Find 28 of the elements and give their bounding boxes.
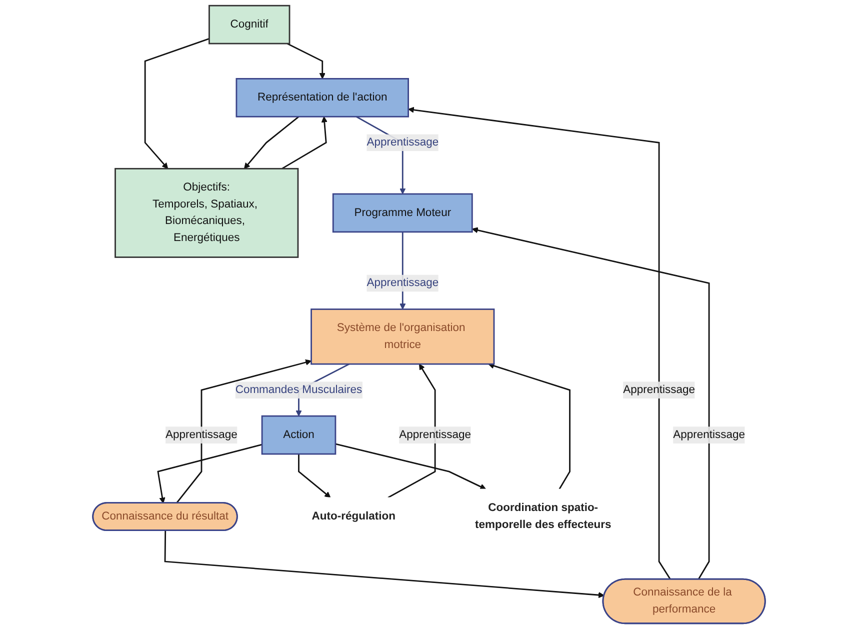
edge-label: Apprentissage: [366, 276, 439, 289]
node-text: Auto-régulation: [312, 510, 396, 522]
arrow: [488, 362, 570, 490]
node-box: Objectifs: Temporels, Spatiaux, Biomécaniques, Energétiques: [114, 168, 299, 258]
edge-label: Apprentissage: [399, 428, 472, 441]
arrow: [144, 38, 210, 169]
edge-label: Apprentissage: [166, 428, 238, 441]
edge-label: Apprentissage: [673, 428, 745, 441]
arrow: [408, 106, 672, 580]
arrow: [244, 116, 300, 169]
edge-label: Apprentissage: [623, 384, 695, 396]
arrow: [286, 42, 326, 79]
node-box: Programme Moteur: [332, 193, 473, 233]
edge-label: Commandes Musculaires: [235, 384, 362, 396]
node-text: Coordination spatio-temporelle des effecteurs: [474, 502, 612, 531]
node-box: Cognitif: [208, 4, 290, 44]
node-box: Système de l'organisation motrice: [310, 308, 495, 365]
edge-label: Apprentissage: [366, 136, 439, 148]
arrow: [335, 443, 486, 490]
arrow: [157, 444, 262, 504]
node-box: Action: [261, 415, 336, 455]
arrow: [472, 227, 710, 580]
arrow: [388, 364, 436, 498]
arrow: [282, 116, 328, 170]
arrow: [298, 454, 331, 498]
node-box: Représentation de l'action: [236, 78, 409, 118]
arrow: [164, 530, 604, 598]
arrow: [176, 359, 312, 504]
